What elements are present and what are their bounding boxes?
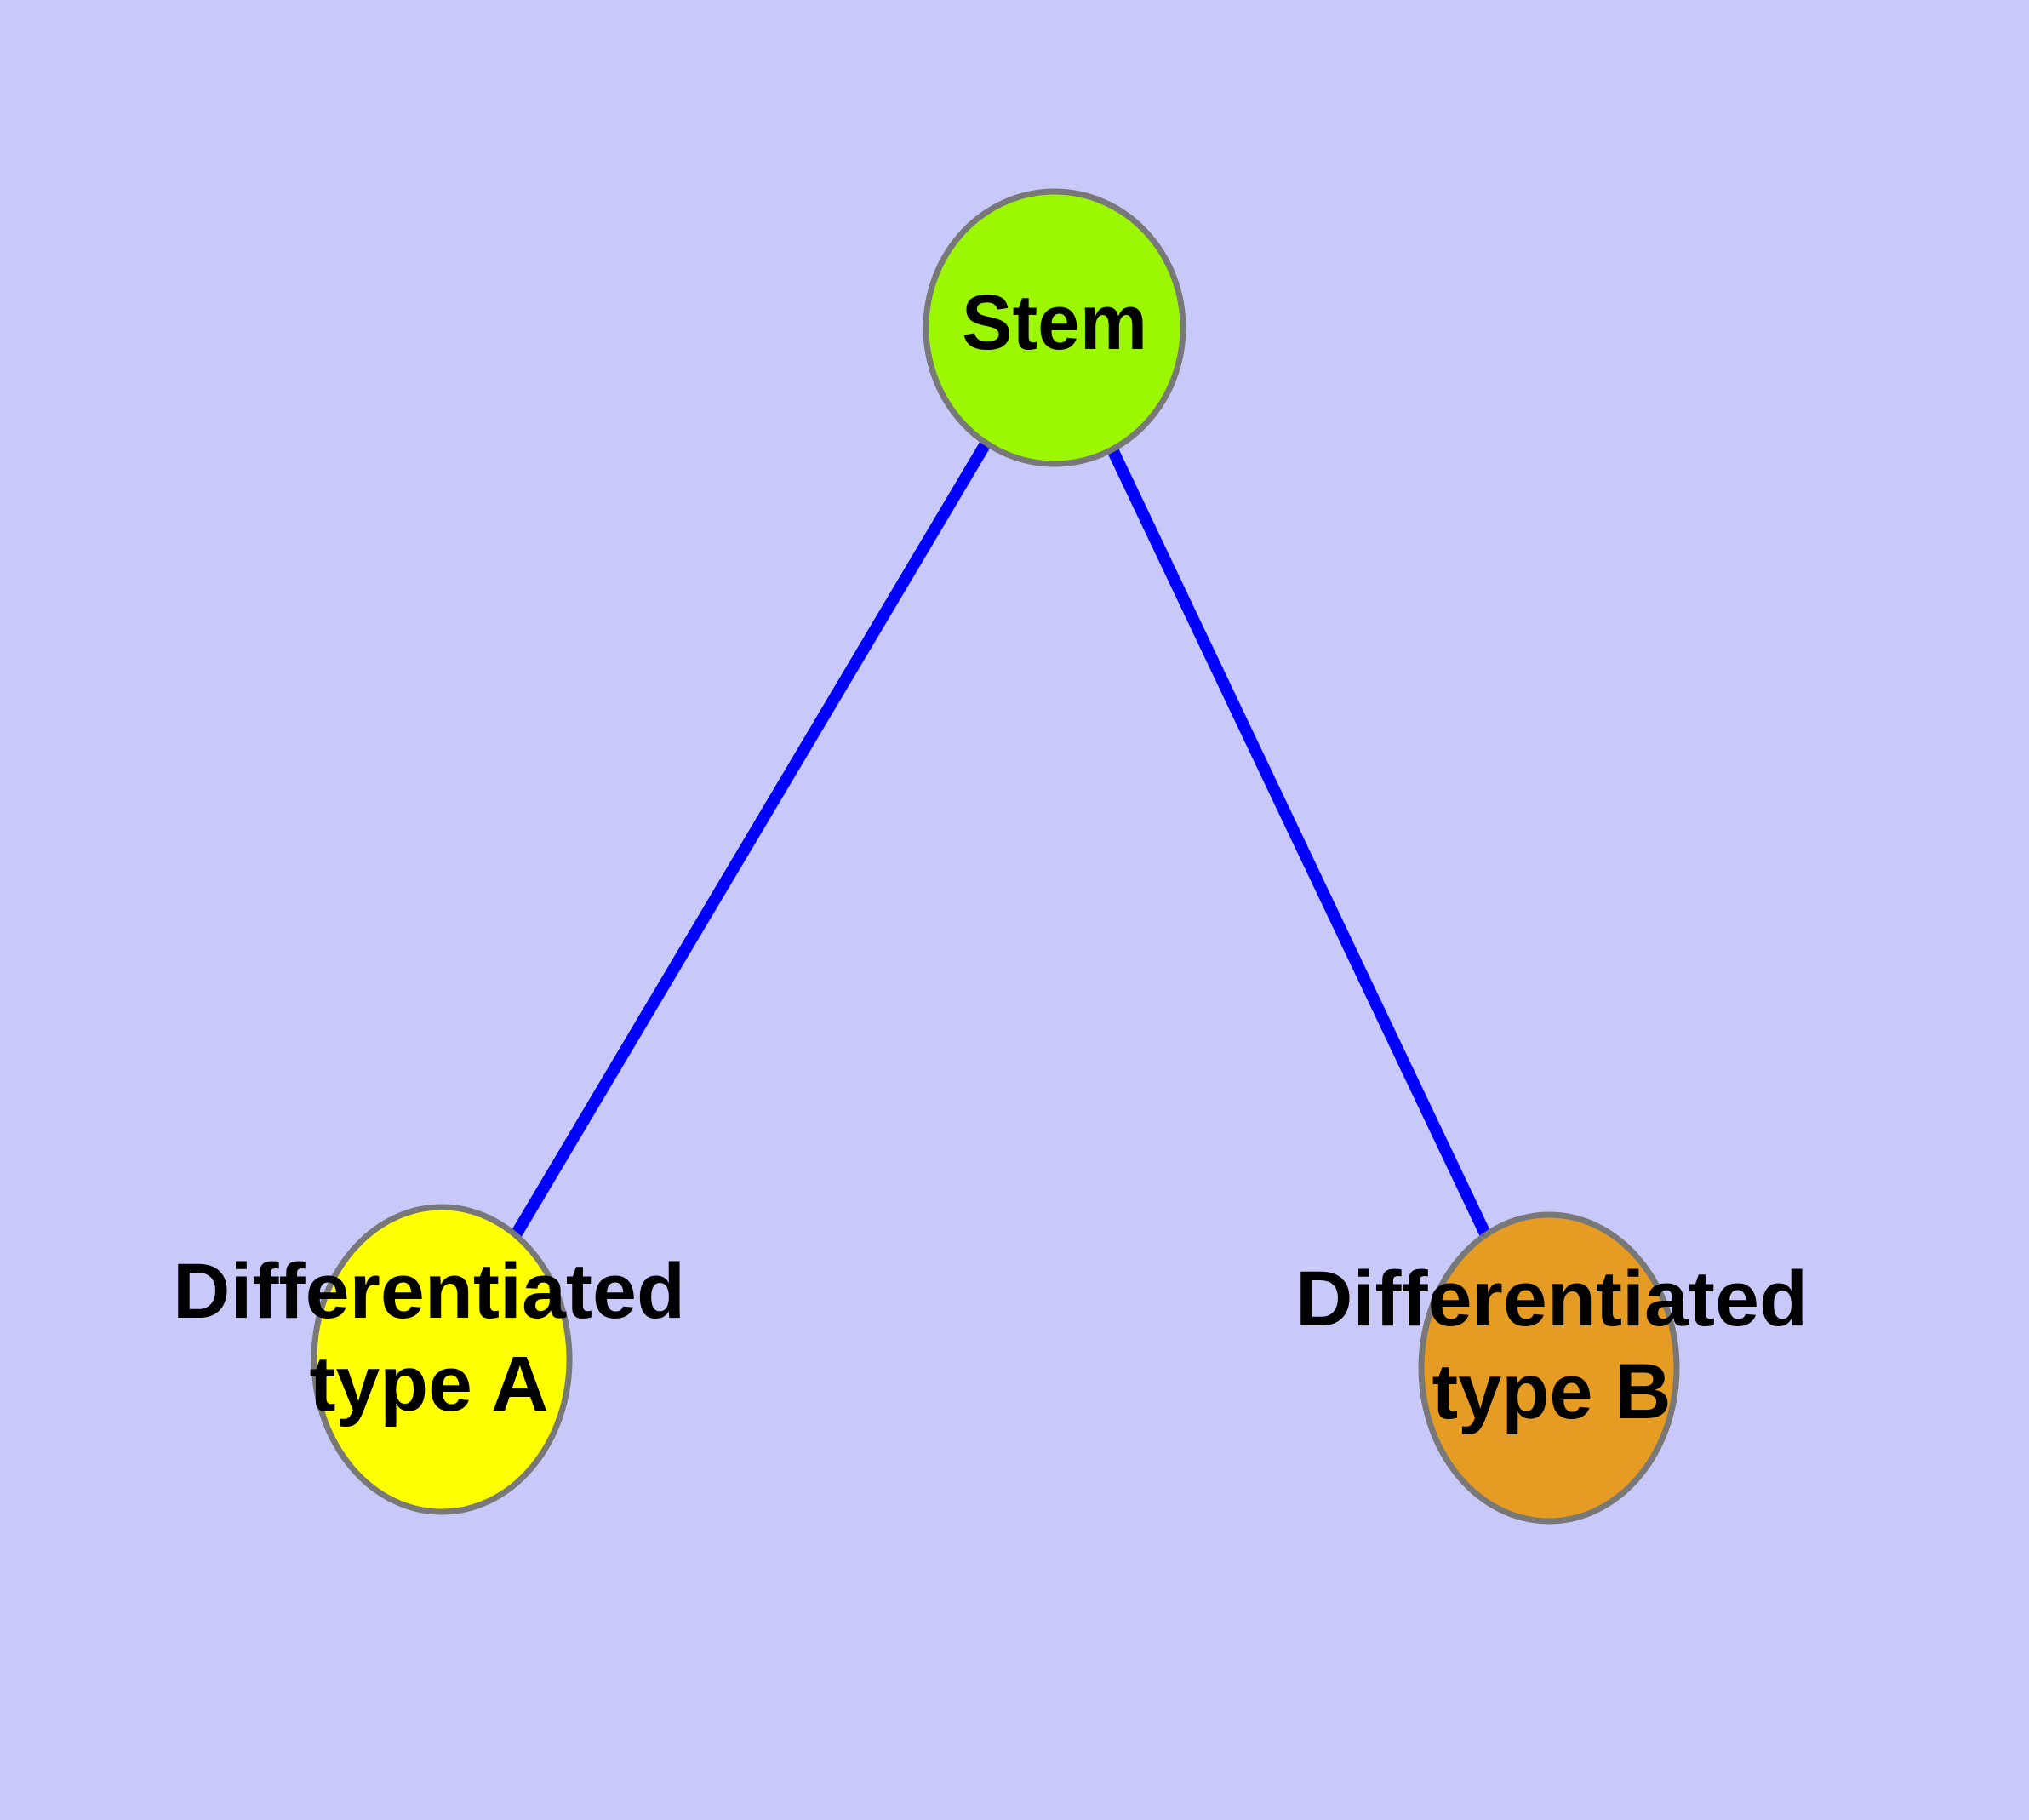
node-differentiated-type-b: [1418, 1211, 1680, 1525]
edge-stem-to-type-a: [436, 322, 1060, 1365]
node-type-a-label-line2: type A: [310, 1341, 549, 1428]
node-differentiated-type-a: [311, 1204, 573, 1515]
node-type-a-label-line1: Differentiated: [173, 1248, 685, 1335]
node-type-b-label-line1: Differentiated: [1295, 1256, 1808, 1342]
node-stem-label: Stem: [962, 279, 1147, 366]
node-type-b-label-line2: type B: [1432, 1348, 1672, 1435]
edge-stem-to-type-b: [1049, 322, 1555, 1374]
node-stem: [923, 188, 1186, 467]
